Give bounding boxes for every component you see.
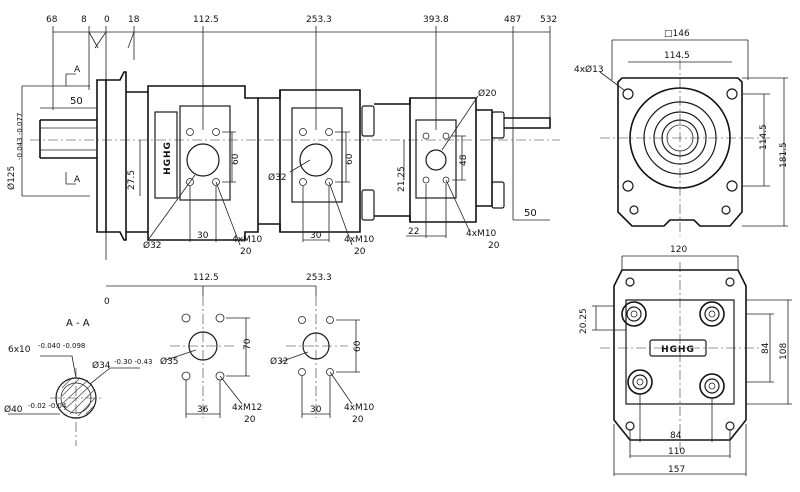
aa-spline-tol: -0.040 -0.098 xyxy=(38,342,85,350)
p2-depth: 20 xyxy=(354,247,366,257)
p3-spacing: 48 xyxy=(459,154,469,166)
rear-r108: 108 xyxy=(779,343,789,360)
brand-label-rear: HGHG xyxy=(661,345,695,355)
end-height: 181.5 xyxy=(779,142,789,168)
rear-top: 120 xyxy=(670,245,687,255)
dim-phi125-tol: -0.043 -0.077 xyxy=(16,113,24,160)
section-mark-top: A xyxy=(74,65,81,75)
dim-18: 18 xyxy=(128,15,140,25)
left-dimensions: 50 Ø125 -0.043 -0.077 A A 27.5 xyxy=(6,65,141,197)
p2-port: Ø32 xyxy=(268,172,287,183)
shaft-end-50: 50 xyxy=(524,208,537,219)
dim-68: 68 xyxy=(46,15,58,25)
dim-532: 532 xyxy=(540,15,557,25)
aa-minor: Ø34 xyxy=(92,360,111,371)
pd2-port: Ø32 xyxy=(270,356,289,367)
port-detail-2: 60 30 Ø32 4xM10 20 xyxy=(270,296,375,425)
section-mark-bottom: A xyxy=(74,175,81,185)
p2-width: 30 xyxy=(310,231,322,241)
p1-port: Ø32 xyxy=(143,240,162,251)
pd2-width: 30 xyxy=(310,405,322,415)
aa-minor-tol: -0.30 -0.43 xyxy=(114,358,152,366)
p1-spacing: 60 xyxy=(231,153,241,165)
rear-b157: 157 xyxy=(668,465,685,475)
dim-phi125: Ø125 xyxy=(6,166,17,190)
end-square: □146 xyxy=(664,29,690,39)
end-holes: 4xØ13 xyxy=(574,64,604,75)
pd1-bolt: 4xM12 xyxy=(232,403,262,413)
p2-spacing: 60 xyxy=(345,153,355,165)
port3-annotations: Ø20 48 21.25 22 4xM10 20 50 xyxy=(397,88,550,251)
lower-253-3: 253.3 xyxy=(306,273,332,283)
dim-8: 8 xyxy=(81,15,87,25)
p1-width: 30 xyxy=(197,231,209,241)
rear-view: HGHG 120 20.25 84 108 84 110 157 xyxy=(579,245,792,476)
p1-bolt: 4xM10 xyxy=(232,235,263,245)
brand-label-side: HGHG xyxy=(163,141,173,175)
pd1-width: 36 xyxy=(197,405,209,415)
pump-side-view: HGHG xyxy=(30,71,560,241)
p3-bolt: 4xM10 xyxy=(466,229,497,239)
pd2-bolt: 4xM10 xyxy=(344,403,375,413)
section-aa: A - A 6x10 -0.040 -0.098 Ø34 -0.30 -0.43… xyxy=(4,318,152,446)
p3-depth: 20 xyxy=(488,241,500,251)
lower-dimension-chain: 0 112.5 253.3 xyxy=(104,273,332,307)
p3-width: 22 xyxy=(408,227,419,237)
port-detail-1: 70 36 Ø35 4xM12 20 xyxy=(160,296,262,425)
rear-b84: 84 xyxy=(670,431,682,441)
aa-major: Ø40 xyxy=(4,404,23,415)
dim-393-8: 393.8 xyxy=(423,15,449,25)
end-pcd-v: 114.5 xyxy=(759,124,769,150)
dim-shaft-50: 50 xyxy=(70,96,83,107)
section-aa-title: A - A xyxy=(66,318,90,329)
pd1-port: Ø35 xyxy=(160,356,179,367)
pd1-spacing: 70 xyxy=(243,338,253,350)
dim-0: 0 xyxy=(104,15,110,25)
dim-253-3: 253.3 xyxy=(306,15,332,25)
p3-port: Ø20 xyxy=(478,88,497,99)
p1-depth: 20 xyxy=(240,247,252,257)
lower-zero: 0 xyxy=(104,297,110,307)
pd2-spacing: 60 xyxy=(353,340,363,352)
dim-27-5: 27.5 xyxy=(127,170,137,190)
rear-r84: 84 xyxy=(761,342,771,354)
port2-annotations: 60 30 Ø32 4xM10 20 xyxy=(268,131,375,257)
port1-annotations: 60 30 Ø32 4xM10 20 xyxy=(143,131,263,257)
aa-major-tol: -0.02 -0.04 xyxy=(28,402,67,410)
top-dimension-chain: 68 8 0 18 112.5 253.3 393.8 487 532 xyxy=(46,15,557,260)
pd2-depth: 20 xyxy=(352,415,364,425)
brand-plate xyxy=(154,111,178,199)
p3-h: 21.25 xyxy=(397,166,407,192)
end-view: □146 114.5 4xØ13 114.5 181.5 xyxy=(574,29,789,236)
p2-bolt: 4xM10 xyxy=(344,235,375,245)
aa-spline: 6x10 xyxy=(8,345,31,355)
end-pcd: 114.5 xyxy=(664,51,690,61)
rear-b110: 110 xyxy=(668,447,685,457)
lower-112-5: 112.5 xyxy=(193,273,219,283)
rear-left: 20.25 xyxy=(579,308,589,334)
pd1-depth: 20 xyxy=(244,415,256,425)
dim-487: 487 xyxy=(504,15,521,25)
dim-112-5: 112.5 xyxy=(193,15,219,25)
